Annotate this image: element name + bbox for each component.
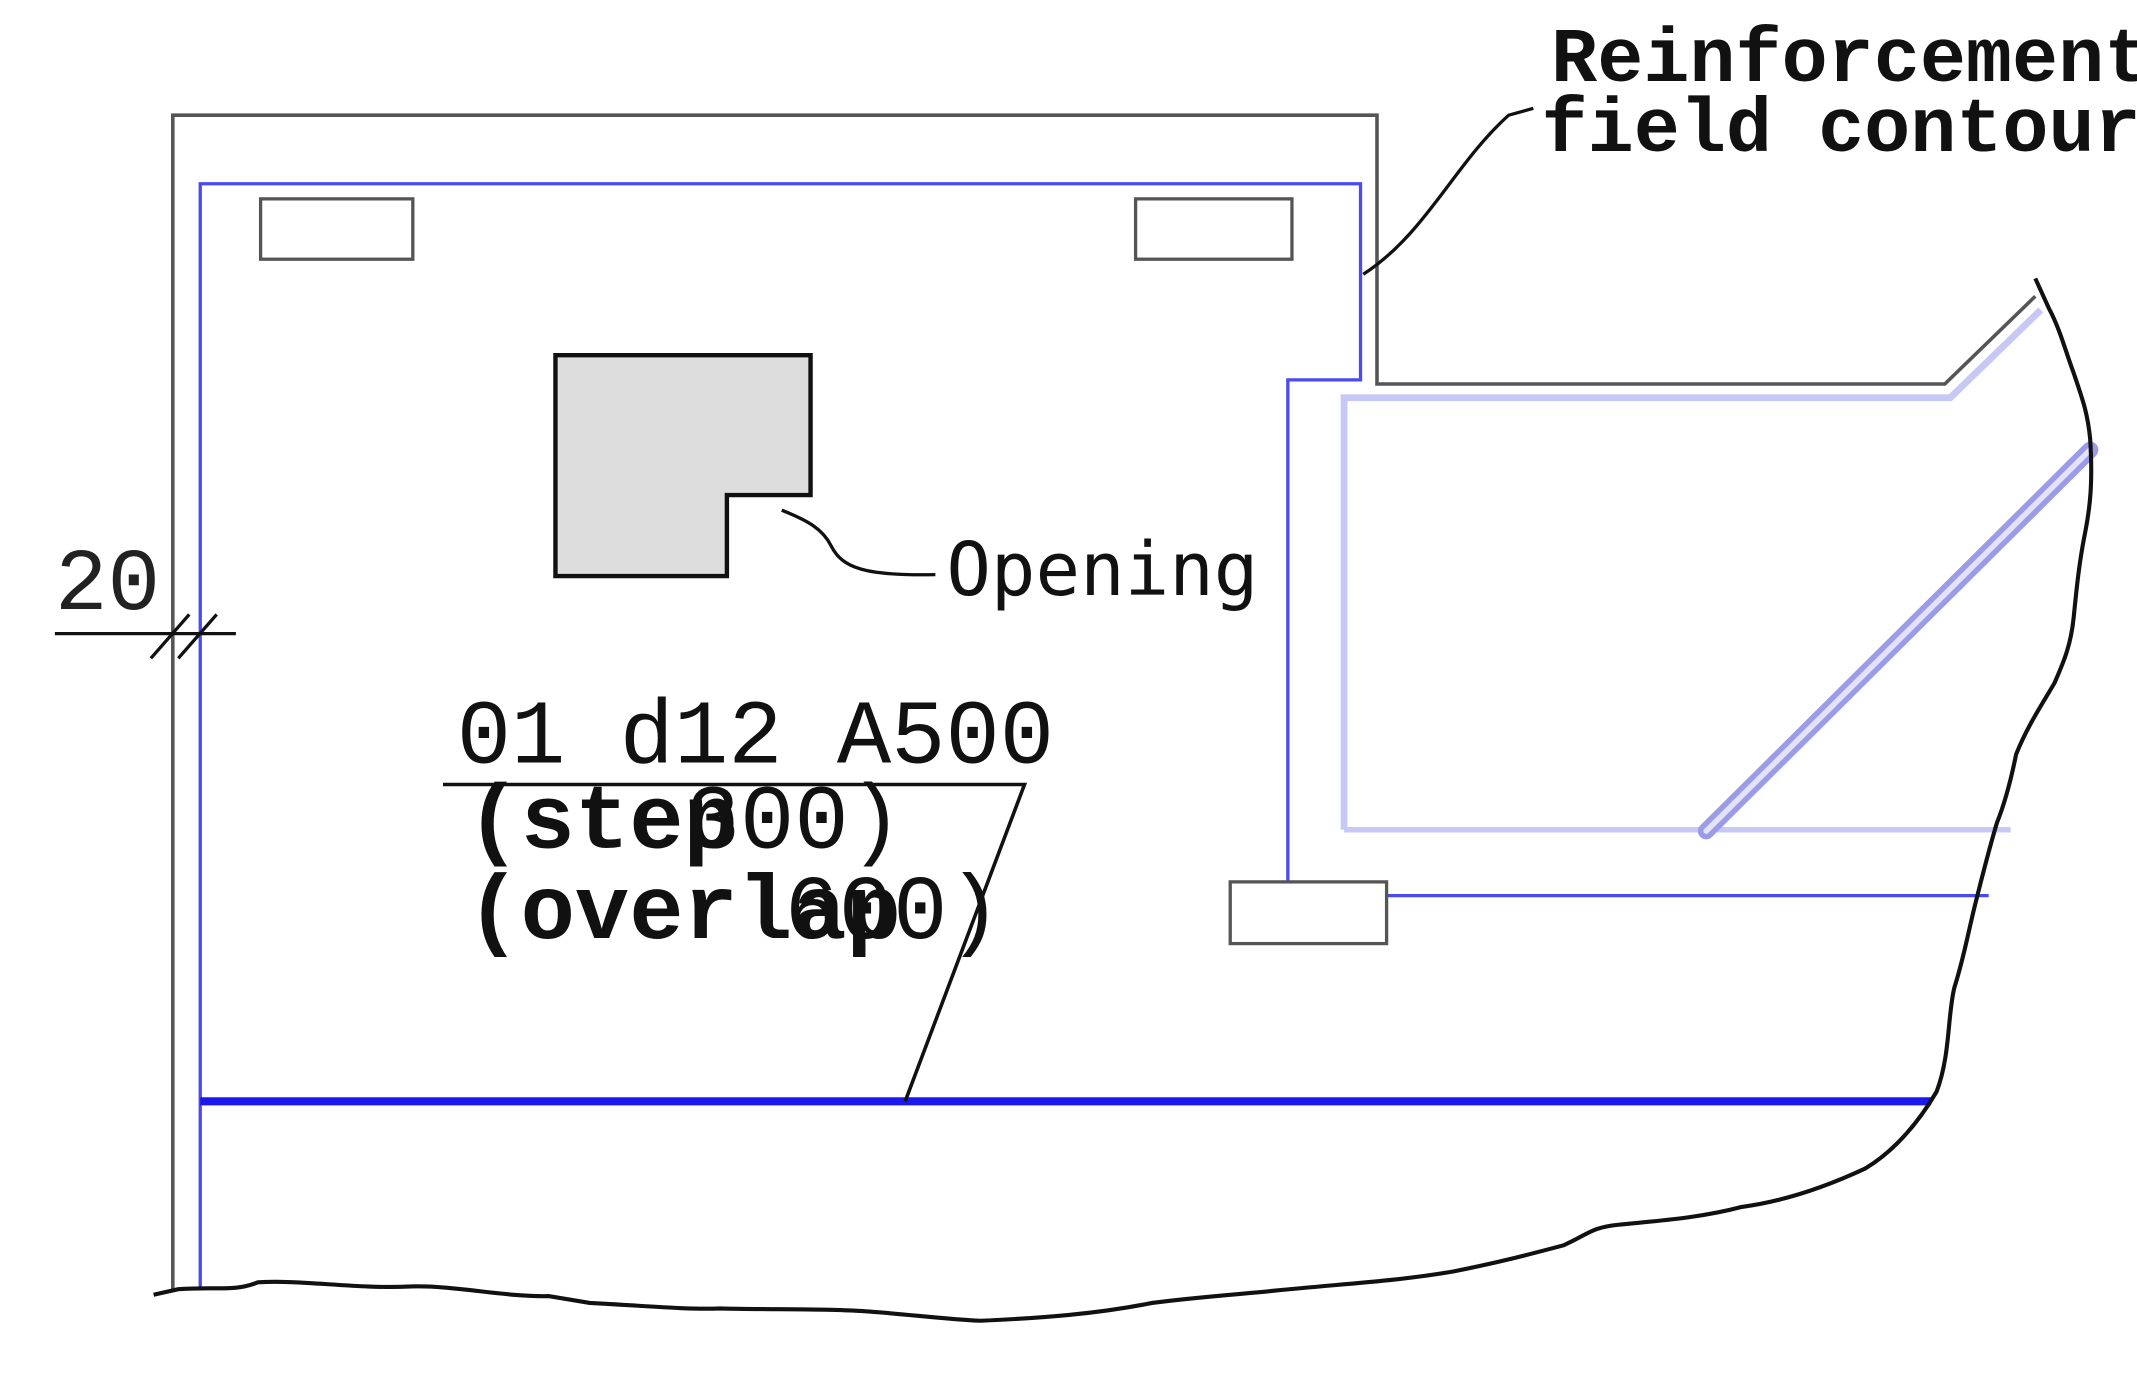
rebar-step-keyword: (step	[466, 774, 738, 876]
rebar-overlap-keyword: (overlap	[466, 864, 900, 966]
embedded-rect-top-left	[258, 197, 415, 261]
diagonal-bar-band-core	[1703, 447, 2093, 834]
dimension-label: 20	[55, 537, 160, 636]
contour-label-line1: Reinforcement	[1551, 18, 2137, 105]
embedded-rect-bottom	[1228, 880, 1389, 946]
opening-label: Opening	[946, 527, 1258, 613]
slab-outline	[171, 113, 2037, 1290]
dimension-tick-2	[177, 613, 218, 660]
inner-field-contour	[1340, 307, 2044, 830]
contour-label-line2: field contour	[1542, 88, 2137, 175]
opening-leader-line	[781, 508, 936, 577]
rebar-spec-leader	[442, 782, 1028, 1102]
rebar-overlap-value: 600)	[784, 864, 1001, 966]
break-line	[153, 277, 2094, 1323]
rebar-step-value: 300)	[686, 774, 903, 876]
rebar-mark: 01 d12 A500	[457, 689, 1054, 791]
opening-shape	[553, 353, 813, 579]
embedded-rect-top-right	[1133, 197, 1294, 261]
dimension-tick-1	[149, 613, 191, 660]
contour-leader-line	[1362, 106, 1534, 276]
